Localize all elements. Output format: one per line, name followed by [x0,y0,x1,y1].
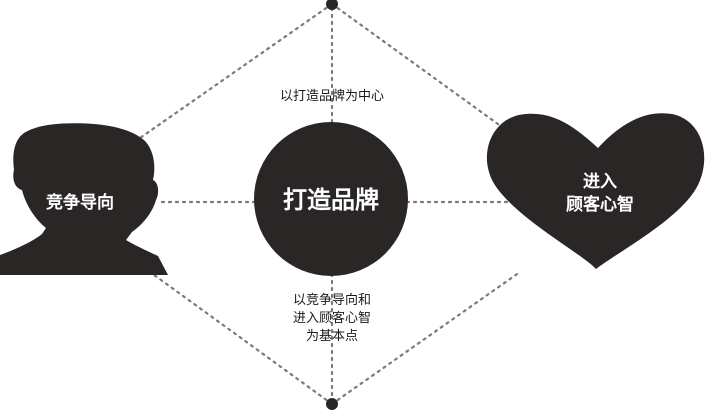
left-label: 竞争导向 [46,193,114,213]
heart-shape-icon [486,113,705,269]
person-silhouette-icon [0,123,168,275]
right-label-line1: 进入 [583,172,617,192]
diamond-edge-bottom-right [330,270,522,406]
top-label: 以打造品牌为中心 [279,89,384,104]
bottom-label-line2: 进入顾客心智 [292,311,371,326]
top-node-dot [326,0,338,10]
bottom-label-line1: 以竞争导向和 [292,293,371,308]
right-label-line2: 顾客心智 [566,195,634,215]
diamond-edge-top-left [138,2,334,140]
bottom-node-dot [326,398,338,410]
diamond-edge-bottom-left [148,270,334,406]
bottom-label-line3: 为基本点 [305,329,358,344]
diamond-edge-top-right [330,2,522,142]
center-label: 打造品牌 [283,186,379,214]
center-circle [254,122,408,276]
